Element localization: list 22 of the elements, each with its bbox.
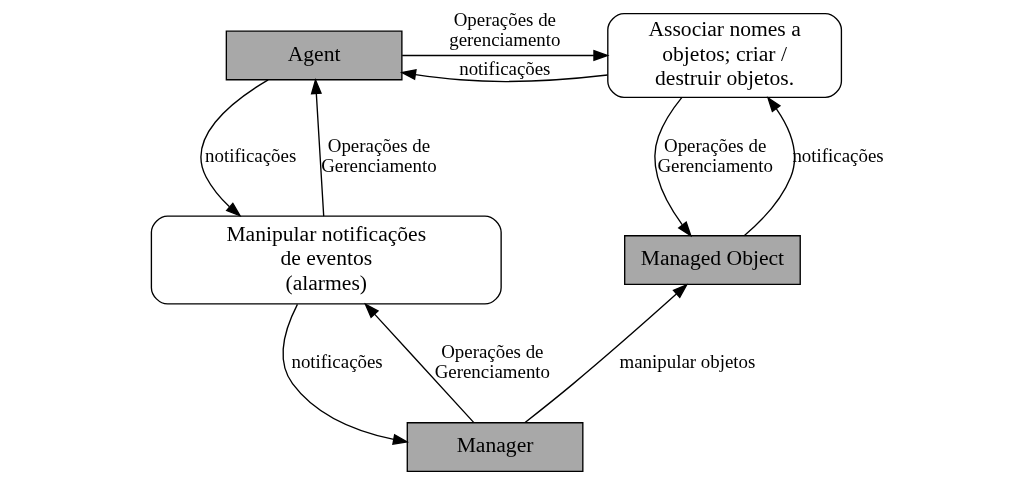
arrow — [743, 96, 796, 237]
edge-label: Operações de Gerenciamento — [657, 134, 773, 176]
arrow — [200, 79, 269, 218]
arrow — [282, 303, 410, 445]
arrow — [310, 77, 325, 217]
arrow — [399, 69, 609, 83]
edge-label: Operações de Gerenciamento — [434, 341, 551, 383]
arrow — [654, 96, 693, 238]
arrow — [524, 283, 689, 424]
edge-label: Operações de gerenciamento — [449, 9, 561, 51]
edge-label: notificações — [459, 57, 551, 79]
arrow — [364, 302, 475, 423]
arrow — [401, 49, 610, 62]
node-box: Manager — [406, 422, 584, 473]
edge-label: Operações de Gerenciamento — [321, 134, 437, 176]
node-box: Managed Object — [624, 235, 801, 286]
node-box: Associar nomes a objetos; criar / destruir objetos. — [607, 12, 843, 98]
edge-label: notificações — [205, 144, 297, 166]
edge-label: manipular objetos — [619, 351, 756, 373]
edge-label: notificações — [291, 351, 383, 373]
node-box: Agent — [225, 30, 403, 81]
node-box: Manipular notificações de eventos (alarmes) — [150, 215, 502, 305]
